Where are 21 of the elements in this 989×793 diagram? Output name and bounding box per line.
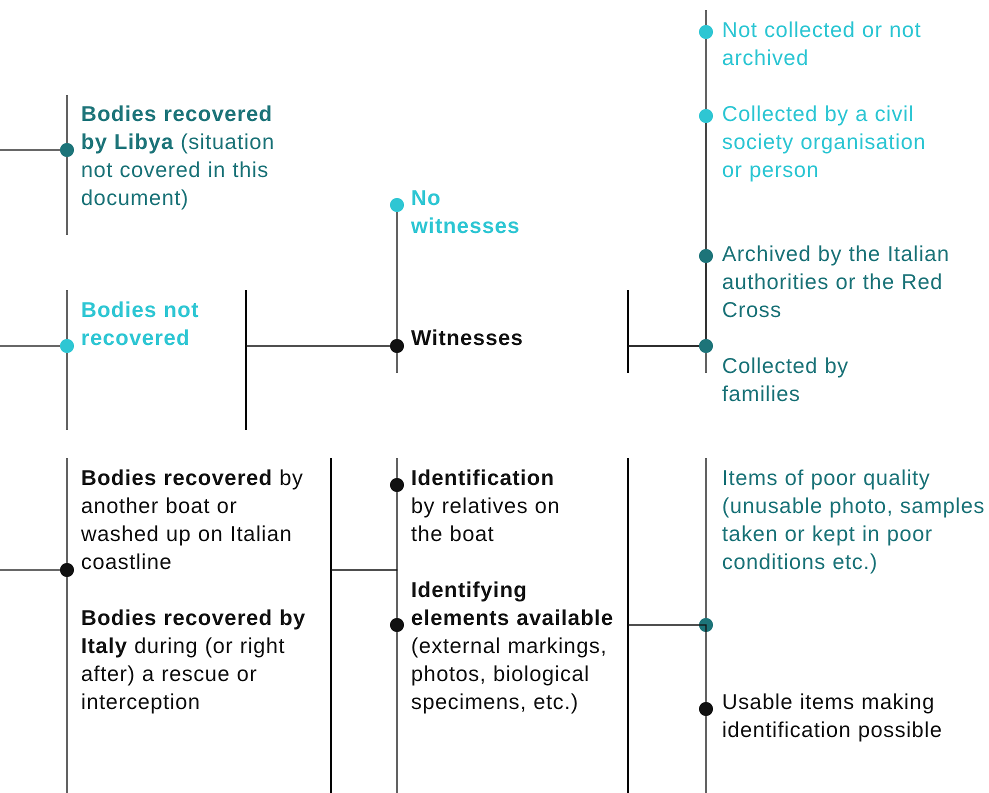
node-label: Bodies not recovered xyxy=(81,297,200,352)
connector-line xyxy=(0,563,74,577)
connector-line xyxy=(0,143,74,157)
node-label: Not collected or not archived xyxy=(722,17,922,72)
node-label: Usable items making identification possible xyxy=(722,689,944,744)
node-label: Items of poor quality (unusable photo, samples taken or kept in poor conditions etc.) xyxy=(722,465,986,576)
node-label: Collected by a civil society organisation or person xyxy=(722,101,928,184)
node-label: Archived by the Italian authorities or the Red Cross xyxy=(722,241,950,324)
node-label: Bodies recovered by Italy during (or right after) a rescue or interception xyxy=(81,605,307,716)
connector-line xyxy=(628,339,713,353)
node-label: No witnesses xyxy=(411,185,522,240)
connector-line xyxy=(628,624,713,716)
node-label: Bodies recovered by another boat or washed up on Italian coastline xyxy=(81,465,304,576)
node-label: Identification by relatives on the boat xyxy=(411,465,562,548)
node-label: Collected by families xyxy=(722,353,850,408)
node-label: Bodies recovered by Libya (situation not covered in this document) xyxy=(81,101,276,212)
node-label: Identifying elements available (external markings, photos, biological specimens, etc.) xyxy=(411,577,615,716)
connector-line xyxy=(246,339,404,353)
connector-line xyxy=(0,339,74,353)
node-label: Witnesses xyxy=(411,325,524,352)
connector-line xyxy=(331,569,404,632)
